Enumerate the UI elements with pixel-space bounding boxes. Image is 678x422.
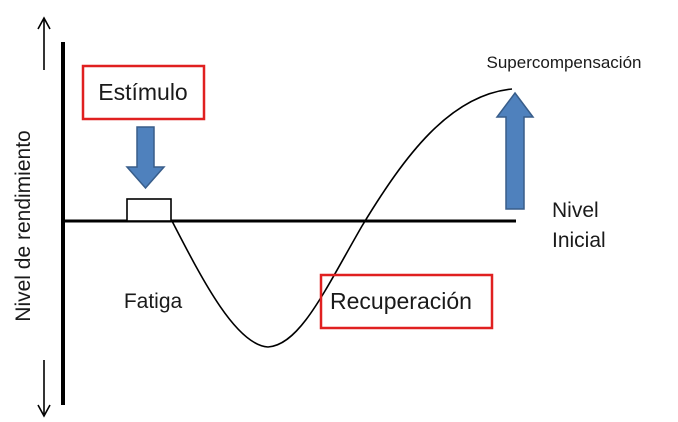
y-axis-label: Nivel de rendimiento bbox=[12, 130, 35, 321]
fatigue-label: Fatiga bbox=[124, 290, 183, 313]
up-arrow-icon bbox=[37, 16, 51, 70]
baseline-label-line2: Inicial bbox=[552, 229, 606, 252]
stimulus-label-box bbox=[81, 64, 206, 121]
stimulus-arrow-icon bbox=[125, 126, 166, 190]
stimulus-block bbox=[126, 198, 172, 222]
performance-curve bbox=[171, 88, 513, 348]
recovery-label-box bbox=[319, 273, 494, 330]
recovery-label: Recuperación bbox=[330, 288, 472, 314]
stimulus-label: Estímulo bbox=[98, 79, 187, 105]
supercompensation-label: Supercompensación bbox=[487, 53, 642, 72]
baseline-label-line1: Nivel bbox=[552, 199, 599, 222]
down-arrow-icon bbox=[37, 360, 51, 418]
supercompensation-arrow-icon bbox=[495, 91, 535, 210]
